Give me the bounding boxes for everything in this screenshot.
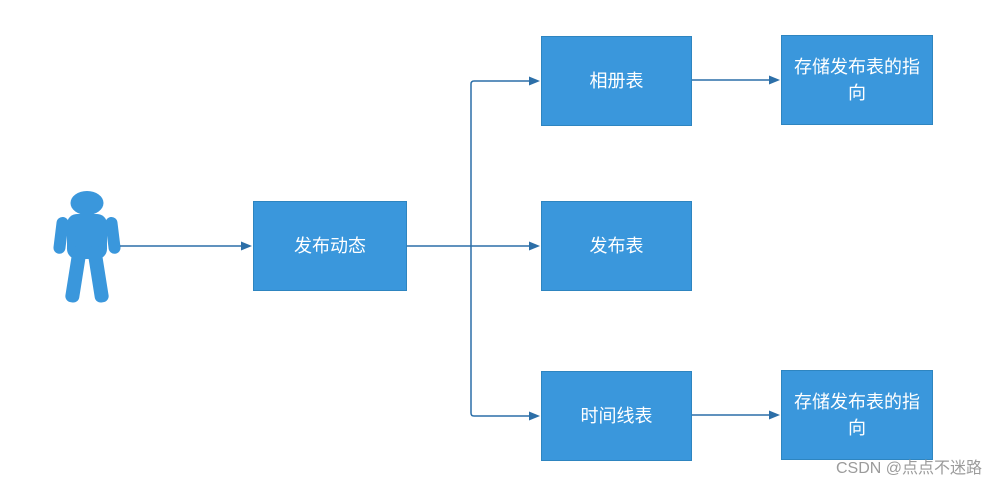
node-album-table-label: 相册表	[589, 71, 644, 91]
arrowhead-icon	[529, 411, 540, 421]
node-publish-action: 发布动态	[253, 201, 407, 291]
connector-branch-to-timeline-table	[529, 411, 540, 421]
node-album-table: 相册表	[541, 36, 692, 126]
node-timeline-pointer: 存储发布表的指向	[781, 370, 933, 460]
arrowhead-icon	[769, 410, 780, 420]
connector-album-to-pointer	[692, 75, 780, 85]
node-timeline-table-label: 时间线表	[580, 406, 653, 426]
person-icon	[53, 191, 121, 303]
node-timeline-table: 时间线表	[541, 371, 692, 461]
node-publish-table-label: 发布表	[589, 236, 644, 256]
connector-timeline-to-pointer	[692, 410, 780, 420]
arrowhead-icon	[529, 241, 540, 251]
node-album-pointer: 存储发布表的指向	[781, 35, 933, 125]
arrowhead-icon	[529, 76, 540, 86]
node-publish-action-label: 发布动态	[294, 236, 366, 256]
node-timeline-pointer-label: 存储发布表的指向	[794, 392, 920, 438]
arrowhead-icon	[769, 75, 780, 85]
arrowhead-icon	[241, 241, 252, 251]
connector-actor-to-publish-action	[120, 241, 252, 251]
csdn-watermark: CSDN @点点不迷路	[835, 460, 982, 477]
node-publish-table: 发布表	[541, 201, 692, 291]
connector-publish-action-to-publish-table	[407, 241, 540, 251]
connector-branch-trunk	[470, 80, 530, 417]
node-album-pointer-label: 存储发布表的指向	[794, 57, 920, 103]
connector-branch-to-album-table	[529, 76, 540, 86]
